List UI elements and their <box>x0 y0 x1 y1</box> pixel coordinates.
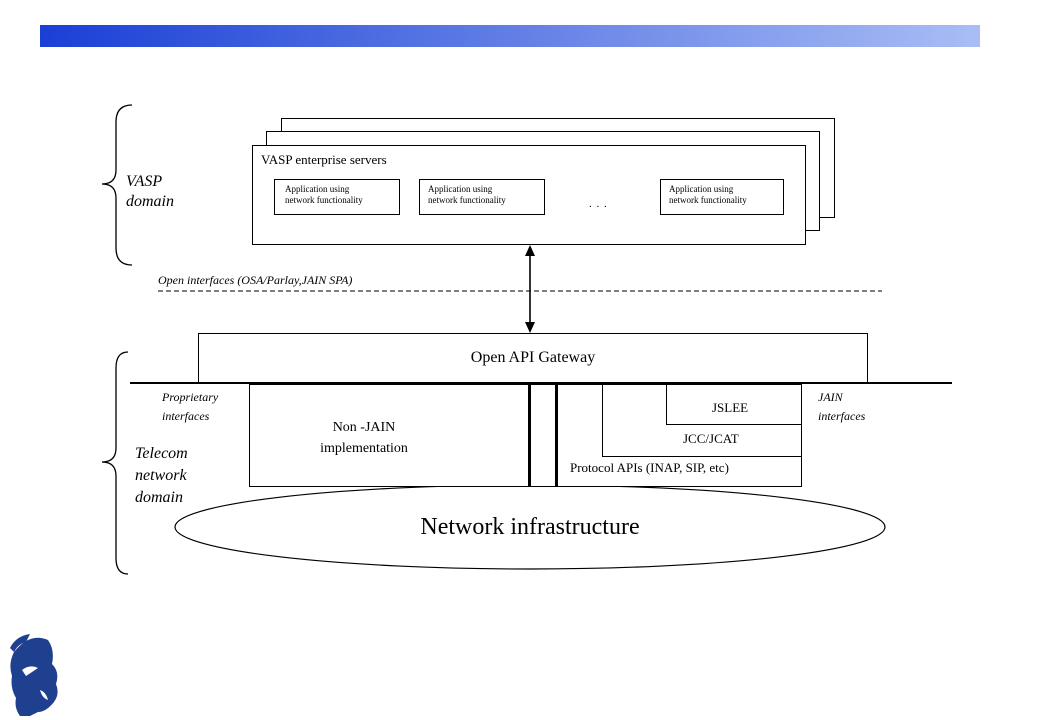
arrow-down-head <box>525 322 535 333</box>
app-box-3-line2: network functionality <box>669 195 747 205</box>
jslee-box: JSLEE <box>666 384 802 425</box>
telecom-line3: domain <box>135 489 183 506</box>
app-box-2-line2: network functionality <box>428 195 506 205</box>
non-jain-line1: Non -JAIN <box>332 420 396 435</box>
arrow-up-head <box>525 245 535 256</box>
non-jain-box: Non -JAIN implementation <box>249 384 531 487</box>
protocol-apis-label: Protocol APIs (INAP, SIP, etc) <box>570 460 729 475</box>
telecom-domain-label: Telecom network domain <box>135 443 188 509</box>
network-infrastructure-label: Network infrastructure <box>420 514 640 540</box>
app-box-2-line1: Application using <box>428 184 493 194</box>
vasp-domain-label: VASP domain <box>126 172 174 212</box>
open-interfaces-label: Open interfaces (OSA/Parlay,JAIN SPA) <box>158 273 353 287</box>
gateway-label: Open API Gateway <box>470 349 596 366</box>
proprietary-line1: Proprietary <box>162 390 219 404</box>
interface-baseline <box>130 382 952 384</box>
open-api-gateway: Open API Gateway <box>198 333 868 383</box>
non-jain-line2: implementation <box>320 441 408 456</box>
vasp-domain-line2: domain <box>126 193 174 210</box>
ellipsis: . . . <box>589 198 608 210</box>
telecom-line1: Telecom <box>135 445 188 462</box>
vasp-domain-line1: VASP <box>126 173 163 190</box>
app-box-1-line1: Application using <box>285 184 350 194</box>
proprietary-line2: interfaces <box>162 409 210 423</box>
app-box-3-line1: Application using <box>669 184 734 194</box>
jcc-label: JCC/JCAT <box>683 431 739 446</box>
app-box-1-line2: network functionality <box>285 195 363 205</box>
non-jain-text: Non -JAIN implementation <box>250 417 478 459</box>
proprietary-interfaces-label: Proprietary interfaces <box>162 388 218 426</box>
jain-line1: JAIN <box>818 390 843 404</box>
jslee-label: JSLEE <box>712 400 749 415</box>
telecom-line2: network <box>135 467 187 484</box>
app-box-1: Application using network functionality <box>274 179 400 215</box>
header-banner <box>40 25 980 47</box>
telecom-brace <box>101 351 129 575</box>
jain-interfaces-label: JAIN interfaces <box>818 388 865 426</box>
jain-line2: interfaces <box>818 409 866 423</box>
vasp-brace <box>101 104 133 266</box>
app-box-2: Application using network functionality <box>419 179 545 215</box>
servers-title: VASP enterprise servers <box>261 152 387 167</box>
vasp-server-box: VASP enterprise servers Application usin… <box>252 145 806 245</box>
app-box-3: Application using network functionality <box>660 179 784 215</box>
